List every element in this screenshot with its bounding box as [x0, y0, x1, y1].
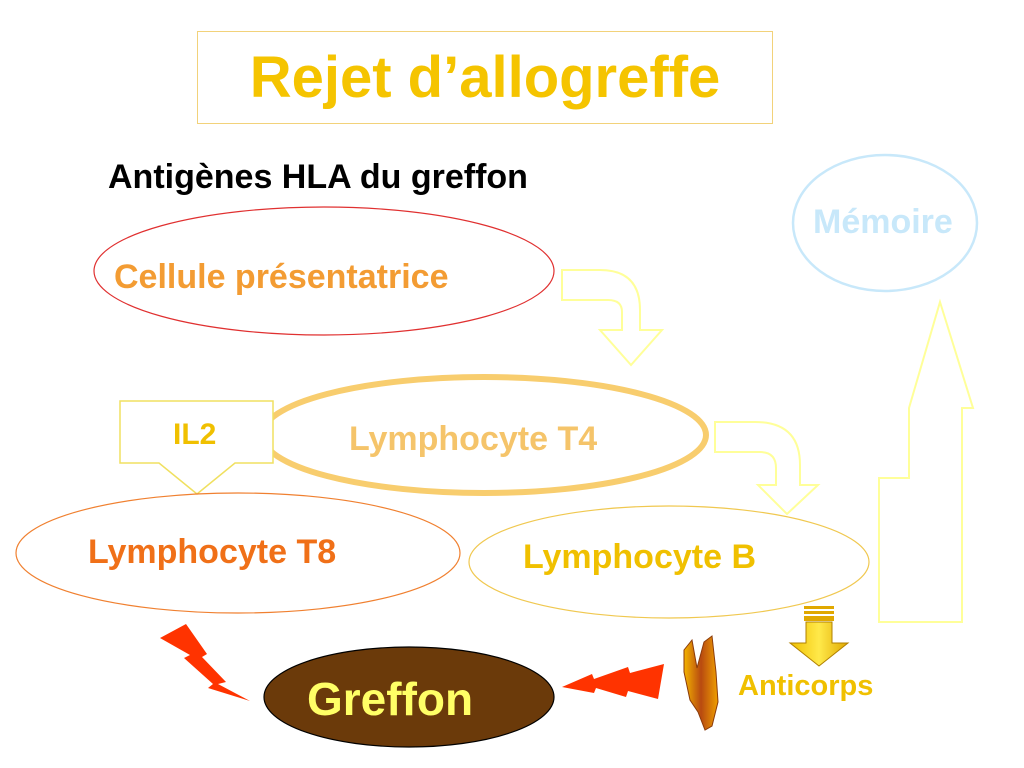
antibodies-label: Anticorps	[738, 670, 874, 702]
title-box: Rejet d’allogreffe	[197, 31, 773, 124]
t4-label: Lymphocyte T4	[349, 420, 598, 458]
lightning-antibody-to-graft	[562, 664, 664, 699]
graft-ellipse	[263, 646, 555, 748]
t8-ellipse	[15, 492, 461, 614]
memory-ellipse	[791, 153, 979, 293]
antibody-arrow	[788, 606, 850, 667]
b-ellipse	[468, 505, 870, 619]
arrow-t4-to-b	[714, 421, 821, 516]
lightning-t8-to-graft	[160, 624, 250, 701]
arrow-apc-to-t4	[561, 269, 665, 367]
apc-ellipse	[93, 206, 555, 336]
arrow-to-memory	[878, 298, 975, 623]
il2-label: IL2	[173, 418, 217, 451]
arrow-il2	[119, 400, 274, 495]
diagram-title: Rejet d’allogreffe	[249, 45, 721, 110]
graft-label: Greffon	[307, 673, 474, 725]
memory-label: Mémoire	[813, 203, 953, 241]
subtitle: Antigènes HLA du greffon	[108, 158, 528, 196]
antibody-icon	[683, 635, 719, 731]
b-label: Lymphocyte B	[523, 538, 757, 576]
t8-label: Lymphocyte T8	[88, 533, 337, 571]
apc-label: Cellule présentatrice	[114, 258, 449, 296]
